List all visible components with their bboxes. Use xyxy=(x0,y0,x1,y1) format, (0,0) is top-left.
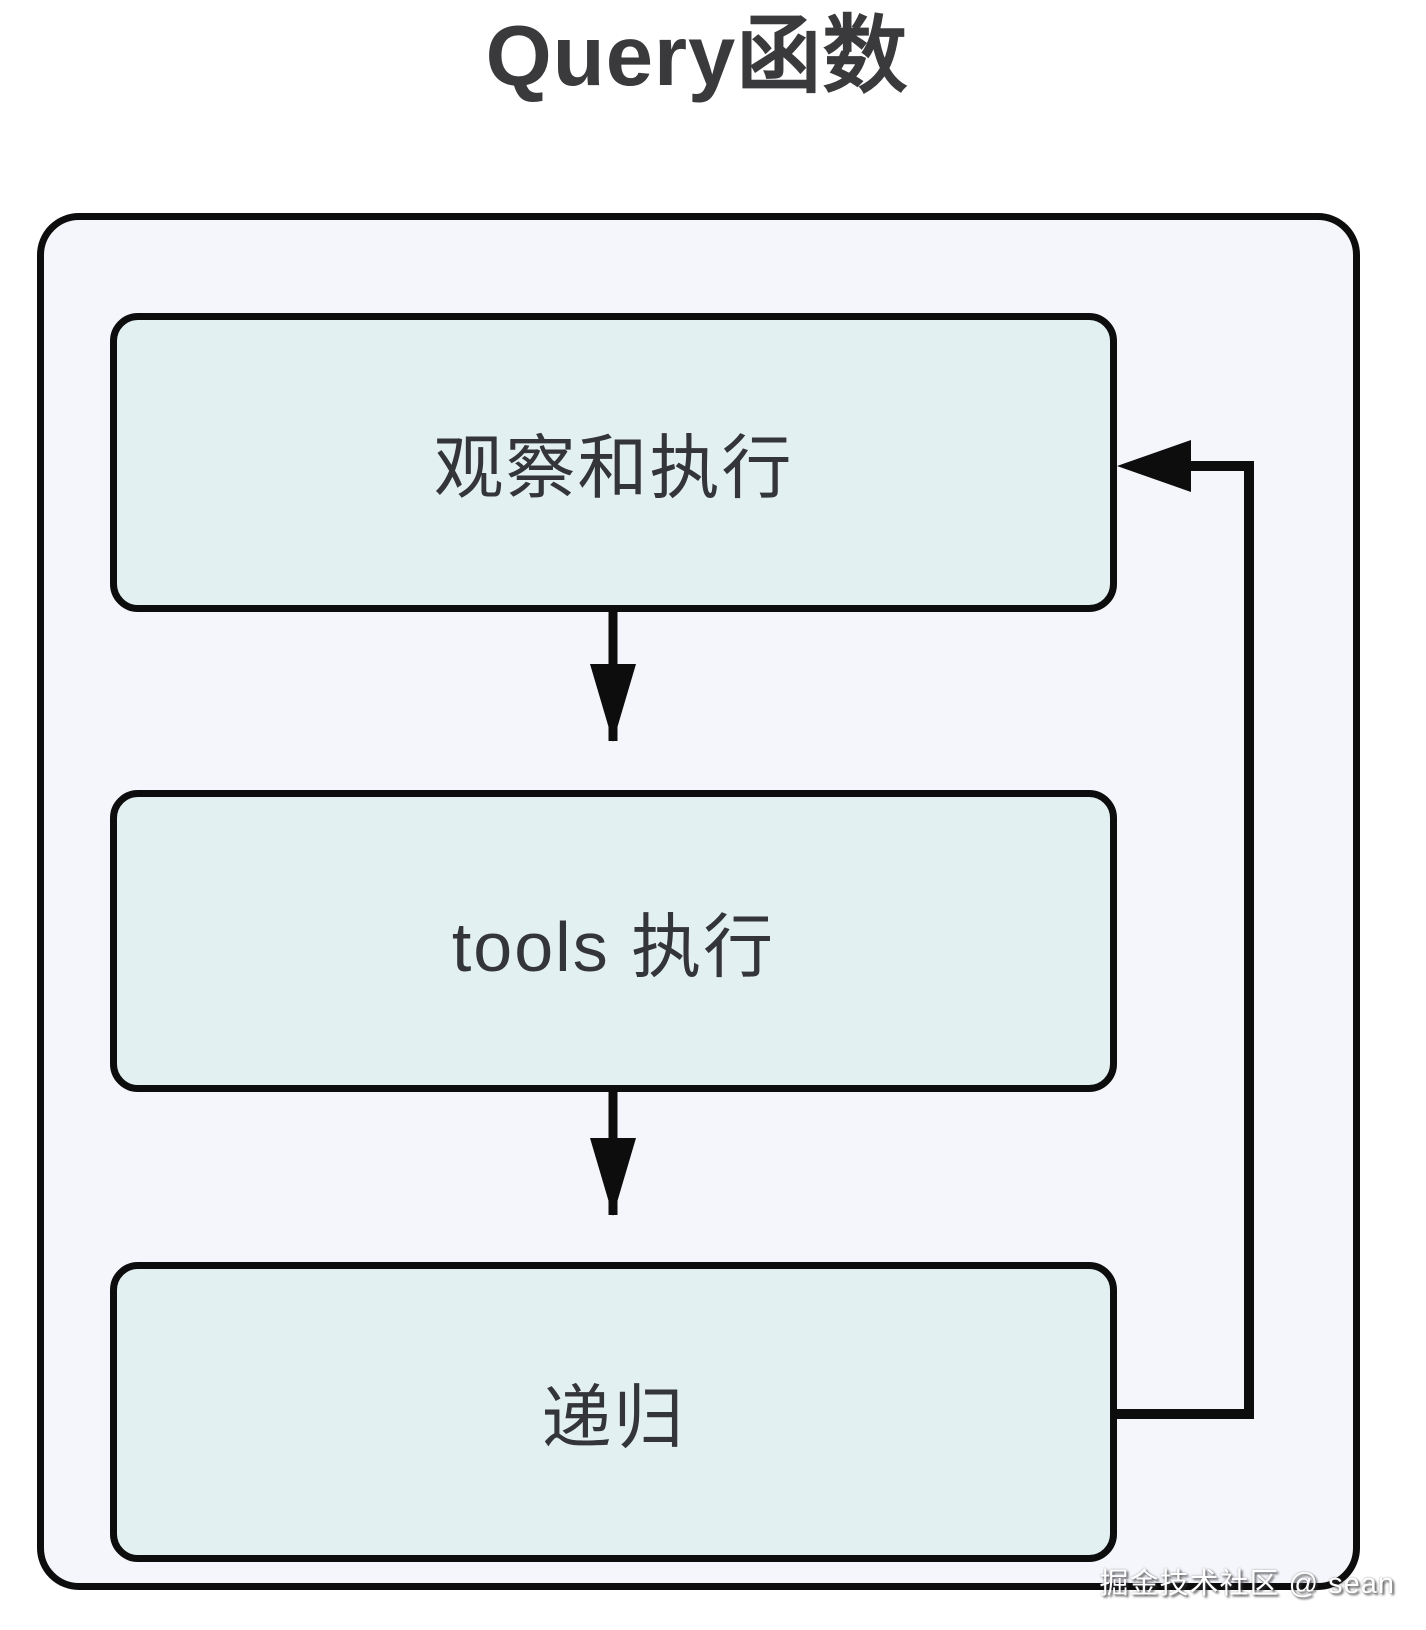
node-observe-execute-label: 观察和执行 xyxy=(433,429,794,507)
node-recursion-label: 递归 xyxy=(541,1378,686,1457)
node-tools-execute: tools 执行 xyxy=(110,790,1117,1092)
watermark: 掘金技术社区 @ sean xyxy=(1099,1568,1395,1600)
node-observe-execute: 观察和执行 xyxy=(110,313,1117,612)
node-recursion: 递归 xyxy=(110,1262,1117,1562)
node-tools-execute-label: tools 执行 xyxy=(451,907,776,986)
diagram-title: Query函数 xyxy=(485,9,909,104)
query-function-container: 观察和执行 tools 执行 递归 xyxy=(37,213,1360,1590)
